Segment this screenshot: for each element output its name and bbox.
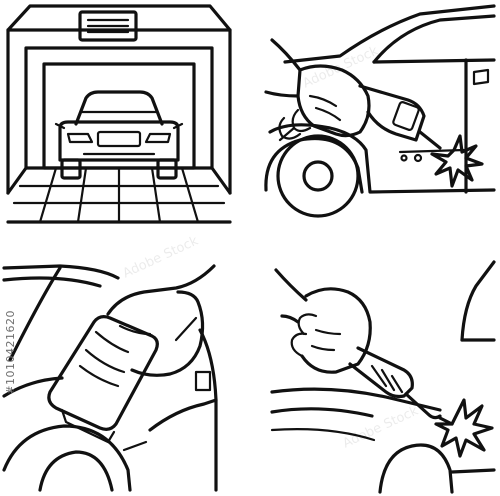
watermark-id-text: #1010421620 <box>4 310 17 395</box>
torch-fender-icon <box>270 260 496 494</box>
polishing-hood-icon <box>2 264 218 492</box>
paint-booth-icon <box>6 4 232 224</box>
welding-door-icon <box>264 4 496 218</box>
